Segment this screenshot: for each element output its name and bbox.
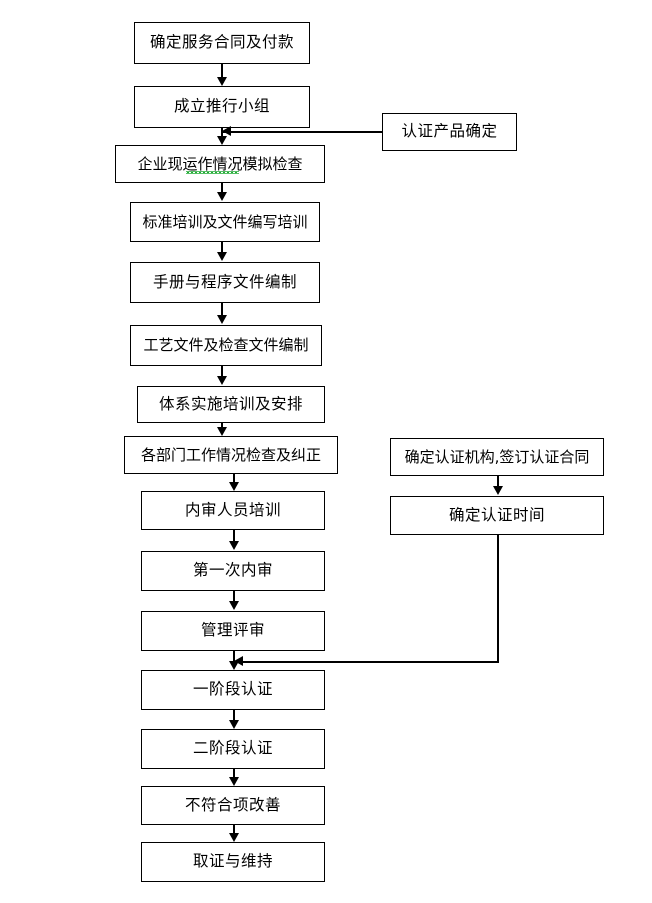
arrowhead-r3-to-main-icon: [234, 656, 243, 666]
arrowhead-n2-n3-icon: [216, 136, 227, 145]
connector-r1-to-main: [222, 131, 382, 133]
flow-node-label: 确定认证机构,签订认证合同: [404, 447, 590, 466]
arrowhead-r2-r3-icon: [492, 486, 503, 495]
connector-n3-n4: [221, 183, 223, 193]
flow-node-stage-two-certification[interactable]: 二阶段认证: [141, 729, 325, 769]
flow-node-process-inspection-docs[interactable]: 工艺文件及检查文件编制: [130, 325, 322, 366]
connector-n7-n8: [221, 423, 223, 428]
arrowhead-n13-n14-icon: [228, 777, 239, 786]
connector-n11-n12: [233, 651, 235, 663]
connector-n2-n3: [221, 128, 223, 137]
flow-node-label: 取证与维持: [192, 852, 273, 871]
connector-n4-n5: [221, 242, 223, 253]
arrowhead-n9-n10-icon: [228, 541, 239, 550]
flow-node-label: 成立推行小组: [173, 97, 270, 116]
flow-node-first-internal-audit[interactable]: 第一次内审: [141, 551, 325, 591]
flow-node-confirm-service-contract[interactable]: 确定服务合同及付款: [134, 22, 310, 64]
flow-node-simulated-inspection[interactable]: 企业现运作情况模拟检查: [115, 145, 325, 183]
flow-node-label: 手册与程序文件编制: [152, 272, 297, 291]
arrowhead-n12-n13-icon: [228, 720, 239, 729]
flow-node-label: 管理评审: [200, 621, 265, 640]
flow-node-label: 企业现运作情况模拟检查: [137, 154, 303, 173]
arrowhead-n3-n4-icon: [216, 192, 227, 201]
flow-node-stage-one-certification[interactable]: 一阶段认证: [141, 670, 325, 710]
flow-node-select-certification-body[interactable]: 确定认证机构,签订认证合同: [390, 438, 604, 476]
flow-node-establish-team[interactable]: 成立推行小组: [134, 86, 310, 128]
arrowhead-r1-to-main-icon: [222, 126, 231, 136]
connector-n10-n11: [233, 591, 235, 602]
flow-node-label: 认证产品确定: [401, 122, 498, 141]
flow-node-label: 工艺文件及检查文件编制: [143, 336, 309, 355]
connector-r3-down: [497, 535, 499, 663]
flow-node-label: 内审人员培训: [184, 500, 281, 519]
connector-n14-n15: [233, 825, 235, 834]
connector-r3-to-main: [234, 661, 498, 663]
connector-n5-n6: [221, 303, 223, 316]
flow-node-manual-procedure-docs[interactable]: 手册与程序文件编制: [130, 262, 320, 303]
flow-node-label: 确定服务合同及付款: [149, 33, 294, 52]
connector-n9-n10: [233, 530, 235, 542]
flow-node-confirm-certification-date[interactable]: 确定认证时间: [390, 496, 604, 535]
connector-n6-n7: [221, 366, 223, 377]
flow-node-standard-training[interactable]: 标准培训及文件编写培训: [130, 202, 320, 242]
flow-node-certified-product-confirmation[interactable]: 认证产品确定: [382, 113, 517, 151]
flow-node-management-review[interactable]: 管理评审: [141, 611, 325, 651]
connector-n8-n9: [233, 474, 235, 483]
flow-node-system-implementation-training[interactable]: 体系实施培训及安排: [137, 386, 325, 423]
arrowhead-n8-n9-icon: [228, 482, 239, 491]
flow-node-label: 二阶段认证: [192, 739, 273, 758]
flow-node-label: 一阶段认证: [192, 680, 273, 699]
arrowhead-n7-n8-icon: [216, 427, 227, 436]
arrowhead-n5-n6-icon: [216, 315, 227, 324]
flow-node-label: 体系实施培训及安排: [158, 394, 303, 413]
arrowhead-n14-n15-icon: [228, 833, 239, 842]
connector-n1-n2: [221, 64, 223, 78]
flow-node-label: 各部门工作情况检查及纠正: [140, 445, 321, 464]
flow-node-label: 标准培训及文件编写培训: [142, 212, 308, 231]
connector-r2-r3: [497, 476, 499, 487]
flow-node-label: 确定认证时间: [448, 505, 545, 524]
flow-node-label: 不符合项改善: [184, 795, 281, 814]
arrowhead-n10-n11-icon: [228, 601, 239, 610]
flow-node-obtain-certificate-maintain[interactable]: 取证与维持: [141, 842, 325, 882]
flow-node-nonconformity-improvement[interactable]: 不符合项改善: [141, 786, 325, 825]
flow-node-internal-auditor-training[interactable]: 内审人员培训: [141, 491, 325, 530]
arrowhead-n1-n2-icon: [216, 77, 227, 86]
flow-node-label: 第一次内审: [192, 561, 273, 580]
arrowhead-n4-n5-icon: [216, 252, 227, 261]
flow-node-department-check-correction[interactable]: 各部门工作情况检查及纠正: [124, 436, 338, 474]
arrowhead-n11-n12-icon: [228, 661, 239, 670]
arrowhead-n6-n7-icon: [216, 376, 227, 385]
connector-n12-n13: [233, 710, 235, 721]
connector-n13-n14: [233, 769, 235, 778]
